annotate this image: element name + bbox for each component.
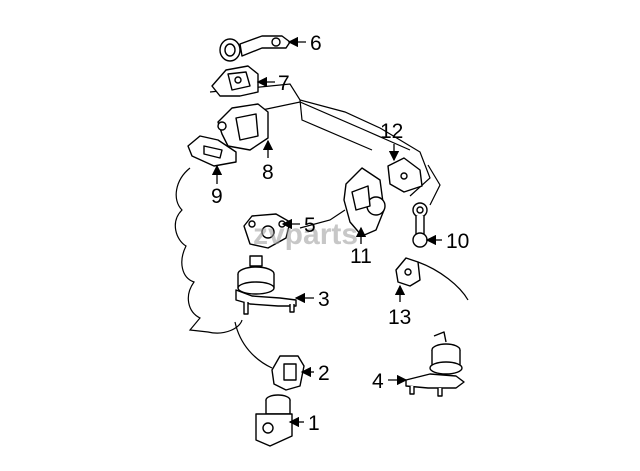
callout-6: 6 — [310, 32, 322, 55]
callout-8: 8 — [262, 161, 274, 184]
callout-5: 5 — [304, 214, 316, 237]
callout-12: 12 — [380, 120, 403, 143]
engine-outline — [174, 83, 469, 369]
part-11-bracket — [343, 167, 386, 237]
part-12-bracket — [387, 157, 423, 193]
part-2-bracket — [271, 355, 305, 391]
callout-4: 4 — [372, 370, 384, 393]
watermark-text: zvparts — [253, 218, 358, 251]
callout-2: 2 — [318, 362, 330, 385]
callout-10: 10 — [446, 230, 469, 253]
part-1-transmission-mount — [255, 394, 293, 447]
part-8-mount — [217, 103, 269, 151]
callout-1: 1 — [308, 412, 320, 435]
callout-numbers: 6 7 8 9 12 5 11 10 13 3 2 4 1 — [211, 32, 469, 435]
part-6-torque-rod — [219, 35, 291, 62]
part-13-bracket — [395, 257, 421, 287]
part-9-bracket — [187, 135, 237, 167]
part-5-bracket — [243, 213, 291, 249]
part-3-engine-mount — [235, 255, 297, 315]
part-4-mount — [405, 331, 465, 397]
callout-3: 3 — [318, 288, 330, 311]
leader-arrows — [211, 36, 442, 428]
callout-11: 11 — [350, 245, 372, 268]
part-7-bracket — [211, 65, 259, 97]
part-10-link — [412, 202, 428, 248]
callout-13: 13 — [388, 306, 411, 329]
callout-9: 9 — [211, 185, 223, 208]
callout-7: 7 — [278, 72, 290, 95]
